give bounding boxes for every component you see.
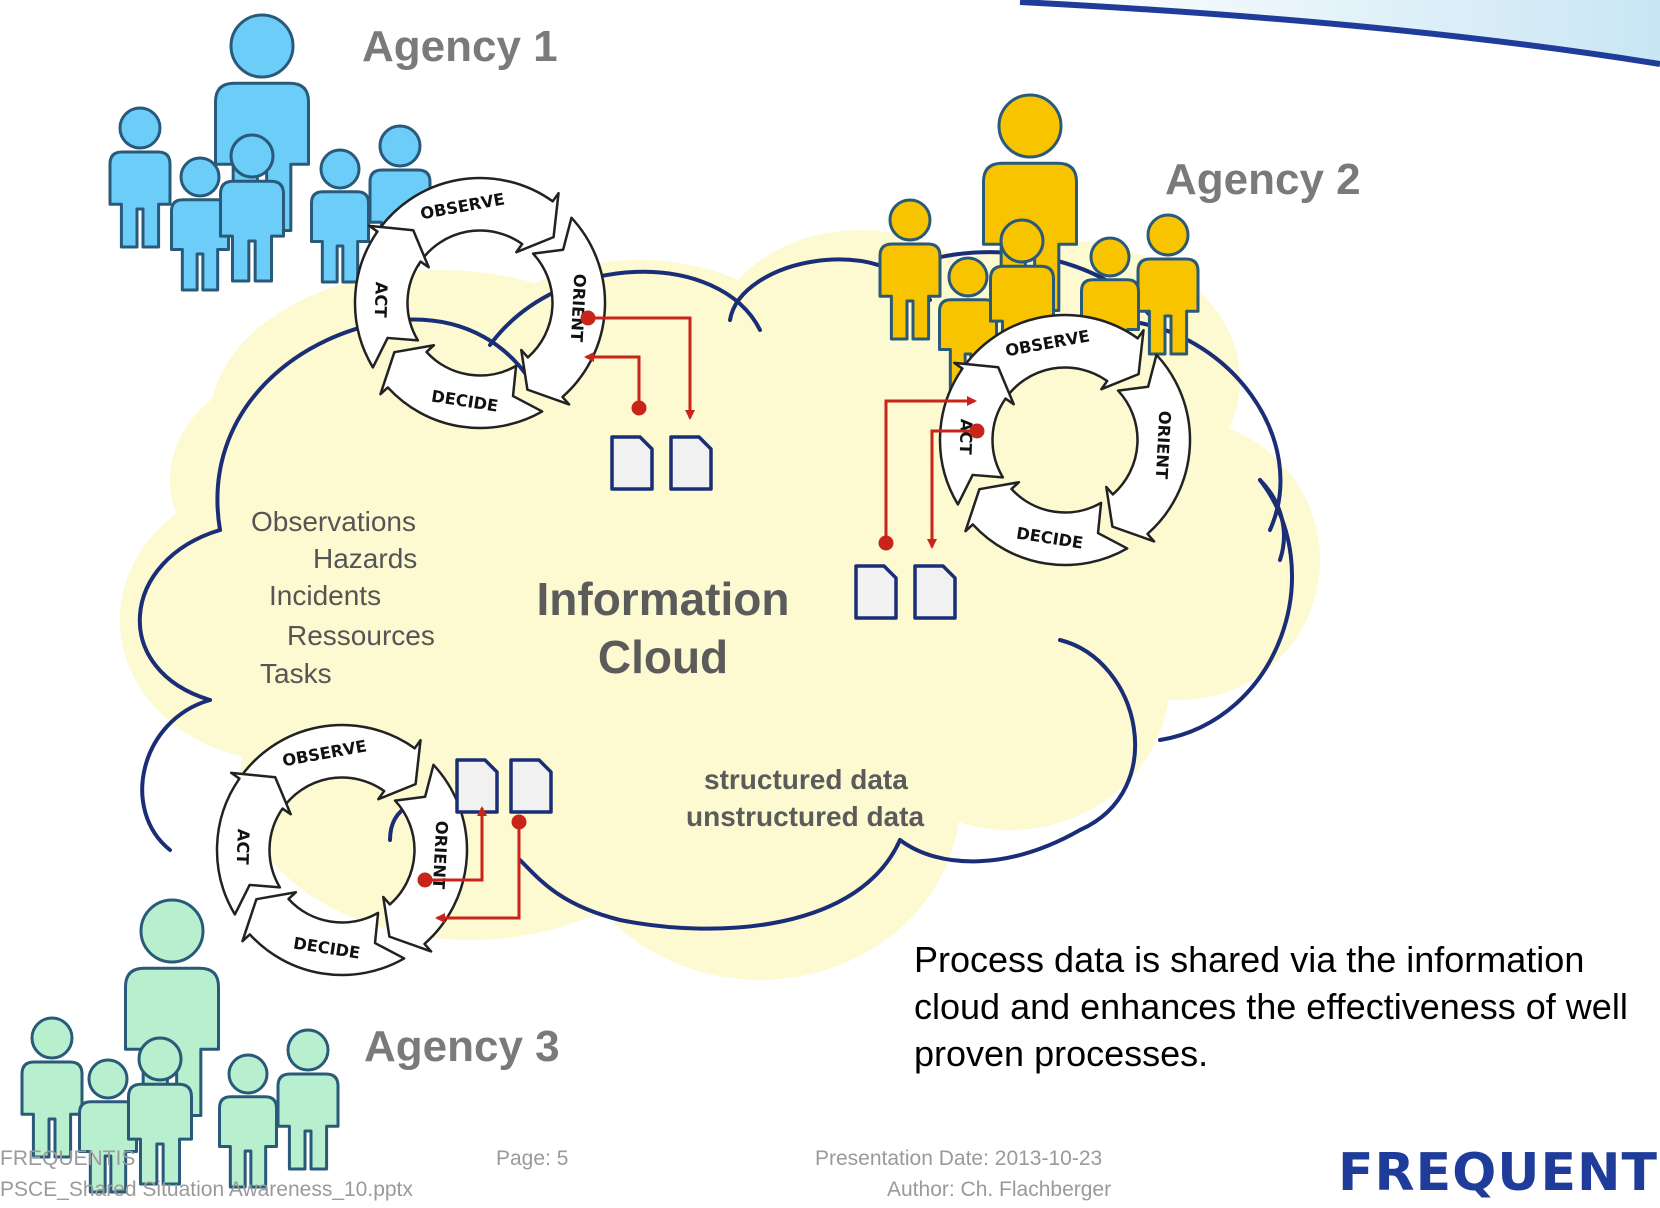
ooda-act-arrow bbox=[215, 771, 292, 916]
document-icon bbox=[854, 564, 898, 620]
caption-text: Process data is shared via the informati… bbox=[914, 939, 1628, 1074]
ooda-observe-arrow bbox=[374, 176, 560, 264]
document-icon bbox=[913, 564, 957, 620]
cloud-item-observations: Observations bbox=[251, 506, 416, 537]
arrow-orient-to-doc bbox=[425, 806, 487, 882]
footer-page: Page: 5 bbox=[496, 1147, 569, 1170]
cloud-item-tasks: Tasks bbox=[260, 658, 332, 689]
cloud-item-hazards: Hazards bbox=[313, 543, 418, 574]
logo-wordmark: FREQUENTIS bbox=[1338, 1143, 1660, 1203]
arrow-doc-to-decide bbox=[435, 822, 521, 923]
cloud-item-incidents: Incidents bbox=[269, 580, 382, 611]
agency-3-people-group bbox=[20, 898, 340, 1194]
structured-data-label: structured data bbox=[704, 764, 908, 795]
ooda-decide-arrow bbox=[964, 480, 1129, 567]
header-swoosh bbox=[1019, 0, 1660, 67]
document-icons bbox=[455, 435, 957, 814]
ooda-act-label: ACT bbox=[233, 829, 253, 866]
ooda-act-arrow bbox=[353, 224, 430, 369]
document-icon bbox=[610, 435, 654, 491]
ooda-orient-arrow bbox=[1105, 353, 1192, 543]
ooda-orient-label: ORIENT bbox=[429, 820, 451, 890]
footer-author: Author: Ch. Flachberger bbox=[887, 1178, 1112, 1201]
person-icon bbox=[878, 198, 942, 341]
arrow-doc-to-decide bbox=[584, 352, 641, 408]
unstructured-data-label: unstructured data bbox=[686, 801, 925, 832]
person-icon bbox=[218, 1053, 278, 1189]
frequentis-logo bbox=[1340, 1160, 1660, 1208]
ooda-observe-arrow bbox=[236, 723, 422, 811]
cloud-item-ressources: Ressources bbox=[287, 620, 435, 651]
cloud-title-line-1: Information bbox=[536, 573, 790, 625]
document-icon bbox=[669, 435, 713, 491]
person-icon bbox=[108, 106, 172, 249]
cloud-title: Information Cloud bbox=[503, 570, 823, 686]
person-icon bbox=[78, 1058, 138, 1194]
arrow-act-to-doc bbox=[927, 429, 977, 549]
person-icon bbox=[1136, 213, 1200, 356]
cloud-title-line-2: Cloud bbox=[597, 631, 729, 683]
document-icon bbox=[455, 758, 499, 814]
ooda-orient-arrow bbox=[381, 763, 469, 953]
ooda-orient-label: ORIENT bbox=[567, 273, 589, 343]
document-icon bbox=[509, 758, 553, 814]
person-icon bbox=[310, 148, 370, 284]
person-icon bbox=[276, 1028, 340, 1171]
person-icon bbox=[127, 1036, 193, 1186]
ooda-observe-arrow bbox=[959, 313, 1145, 401]
agency-1-label: Agency 1 bbox=[362, 22, 558, 71]
footer-filename: PSCE_Shared Situation Awareness_10.pptx bbox=[0, 1178, 413, 1201]
agency-3-label: Agency 3 bbox=[364, 1022, 560, 1071]
footer-company: FREQUENTIS bbox=[0, 1147, 136, 1170]
data-exchange-arrows bbox=[417, 310, 985, 923]
ooda-decide-arrow bbox=[379, 343, 544, 430]
arrow-doc-to-observe bbox=[884, 396, 977, 543]
agency-2-label: Agency 2 bbox=[1165, 155, 1361, 204]
arrow-orient-to-doc bbox=[588, 316, 695, 420]
ooda-act-label: ACT bbox=[371, 282, 391, 319]
person-icon bbox=[20, 1016, 84, 1159]
ooda-orient-label: ORIENT bbox=[1152, 410, 1174, 480]
person-icon bbox=[219, 133, 285, 283]
footer-date: Presentation Date: 2013-10-23 bbox=[815, 1147, 1103, 1170]
ooda-decide-arrow bbox=[241, 890, 406, 977]
